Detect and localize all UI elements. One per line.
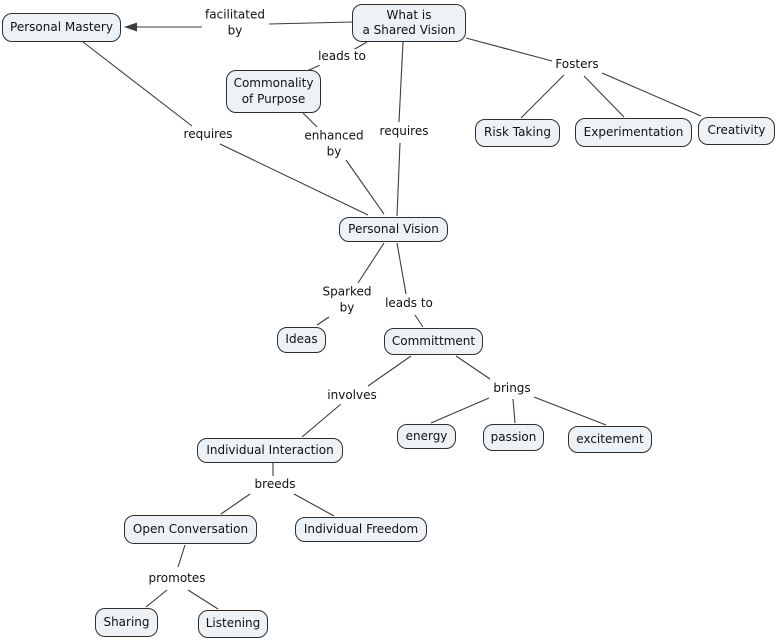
connector-personal-vision-to-leads-to-2 — [396, 242, 407, 295]
concept-node-what-is-a-shared-vision[interactable]: What is a Shared Vision — [352, 4, 466, 42]
concept-node-ideas[interactable]: Ideas — [277, 327, 326, 353]
link-label-enhanced-by[interactable]: enhanced by — [303, 128, 365, 160]
connector-commonality-of-purpose-to-enhanced-by — [302, 112, 318, 128]
connector-brings-to-energy — [430, 397, 490, 424]
connector-what-is-a-shared-vision-to-fosters — [465, 37, 553, 62]
concept-node-personal-mastery[interactable]: Personal Mastery — [2, 13, 121, 42]
concept-node-open-conversation[interactable]: Open Conversation — [124, 515, 257, 544]
connector-promotes-to-sharing — [145, 589, 168, 608]
connector-enhanced-by-to-personal-vision — [345, 159, 385, 215]
link-label-involves[interactable]: involves — [326, 388, 378, 404]
concept-node-listening[interactable]: Listening — [198, 610, 268, 638]
connector-fosters-to-creativity — [601, 72, 702, 117]
connector-fosters-to-risk-taking — [520, 74, 565, 119]
link-label-requires-2[interactable]: requires — [378, 124, 430, 140]
arrowhead-facilitated-by-to-personal-mastery — [124, 22, 137, 32]
link-label-leads-to-2[interactable]: leads to — [384, 296, 434, 312]
connector-personal-vision-to-sparked-by — [357, 242, 385, 284]
connector-breeds-to-individual-freedom — [293, 493, 335, 517]
connector-brings-to-excitement — [533, 396, 607, 426]
connector-leads-to-2-to-committment — [414, 314, 424, 328]
concept-node-commonality-of-purpose[interactable]: Commonality of Purpose — [226, 70, 321, 113]
concept-node-individual-interaction[interactable]: Individual Interaction — [197, 438, 343, 463]
connector-what-is-a-shared-vision-to-facilitated-by — [268, 21, 353, 25]
concept-node-sharing[interactable]: Sharing — [95, 608, 158, 637]
connector-breeds-to-open-conversation — [220, 493, 251, 515]
connector-committment-to-involves — [367, 355, 412, 387]
link-label-sparked-by[interactable]: Sparked by — [321, 284, 373, 316]
connector-promotes-to-listening — [187, 589, 219, 610]
connector-involves-to-individual-interaction — [301, 403, 342, 438]
concept-node-experimentation[interactable]: Experimentation — [575, 118, 692, 147]
concept-node-excitement[interactable]: excitement — [568, 426, 652, 453]
link-label-facilitated-by[interactable]: facilitated by — [204, 7, 266, 39]
connector-committment-to-brings — [455, 355, 491, 380]
link-label-promotes[interactable]: promotes — [147, 571, 207, 587]
concept-node-creativity[interactable]: Creativity — [698, 117, 775, 145]
concept-node-energy[interactable]: energy — [397, 424, 456, 449]
concept-node-risk-taking[interactable]: Risk Taking — [475, 119, 560, 147]
link-label-breeds[interactable]: breeds — [253, 477, 297, 493]
connector-brings-to-passion — [512, 398, 516, 424]
concept-node-individual-freedom[interactable]: Individual Freedom — [295, 517, 427, 542]
link-label-requires-1[interactable]: requires — [182, 127, 234, 143]
connector-fosters-to-experimentation — [583, 75, 625, 118]
link-label-brings[interactable]: brings — [492, 381, 532, 397]
concept-node-personal-vision[interactable]: Personal Vision — [339, 217, 448, 242]
link-label-leads-to-1[interactable]: leads to — [317, 49, 367, 65]
connector-personal-mastery-to-requires-1 — [82, 41, 193, 127]
concept-node-committment[interactable]: Committment — [384, 328, 483, 355]
connector-what-is-a-shared-vision-to-requires-2 — [398, 41, 404, 123]
concept-node-passion[interactable]: passion — [483, 424, 544, 451]
connector-sparked-by-to-ideas — [316, 316, 330, 326]
connector-open-conversation-to-promotes — [177, 544, 186, 568]
link-label-fosters[interactable]: Fosters — [554, 57, 600, 73]
connector-requires-2-to-personal-vision — [396, 142, 401, 217]
